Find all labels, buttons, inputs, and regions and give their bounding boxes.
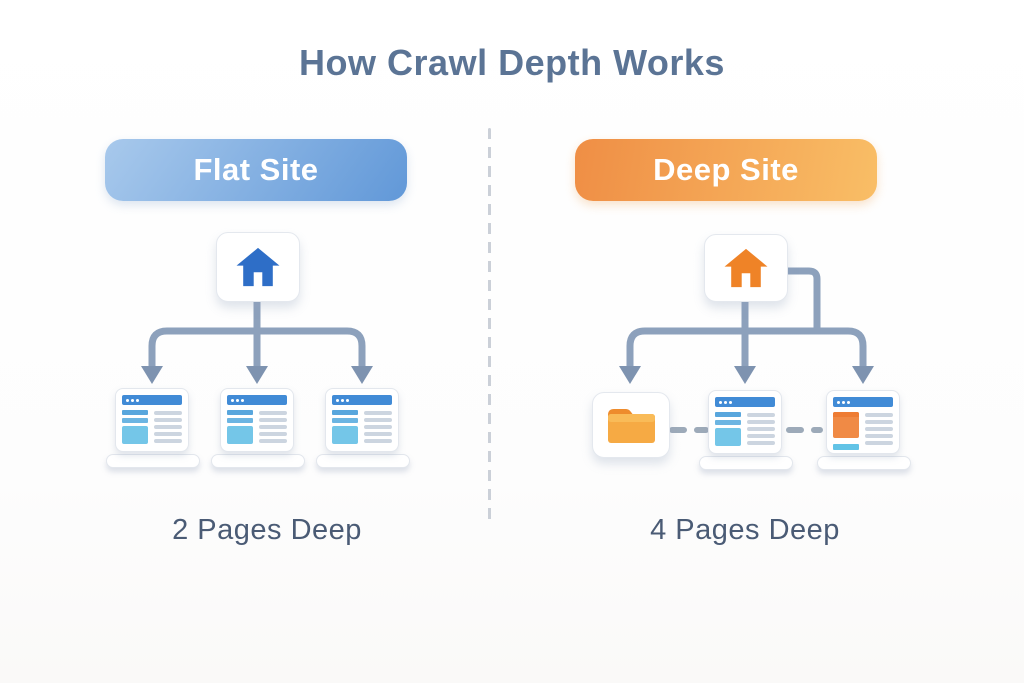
arrow-down-icon: [351, 366, 373, 384]
laptop-base: [211, 454, 305, 468]
deep-depth-label: 4 Pages Deep: [650, 514, 840, 546]
deep-site-header-label: Deep Site: [653, 152, 799, 187]
arrow-down-icon: [246, 366, 268, 384]
arrow-down-icon: [852, 366, 874, 384]
deep-connector: [626, 267, 867, 372]
arrow-down-icon: [141, 366, 163, 384]
webpage-icon: [826, 390, 900, 454]
page-title: How Crawl Depth Works: [299, 42, 725, 83]
laptop-base: [817, 456, 911, 470]
arrow-down-icon: [619, 366, 641, 384]
home-icon: [236, 247, 280, 287]
flat-page-1: [106, 388, 200, 468]
home-icon: [724, 248, 768, 288]
panel-divider: [488, 128, 491, 522]
orange-content-block: [833, 412, 859, 438]
flat-homepage-card: [216, 232, 300, 302]
webpage-icon: [325, 388, 399, 452]
webpage-icon: [115, 388, 189, 452]
browser-bar-icon: [332, 395, 392, 405]
browser-bar-icon: [715, 397, 775, 407]
deep-page-1: [699, 390, 793, 470]
browser-bar-icon: [122, 395, 182, 405]
webpage-icon: [220, 388, 294, 452]
deep-homepage-card: [704, 234, 788, 302]
folder-icon: [608, 409, 655, 443]
laptop-base: [699, 456, 793, 470]
flat-page-3: [316, 388, 410, 468]
flat-site-header: Flat Site: [105, 139, 407, 201]
browser-bar-icon: [227, 395, 287, 405]
flat-site-header-label: Flat Site: [193, 152, 319, 187]
webpage-icon: [708, 390, 782, 454]
laptop-base: [106, 454, 200, 468]
laptop-base: [316, 454, 410, 468]
flat-depth-label: 2 Pages Deep: [172, 514, 362, 546]
browser-bar-icon: [833, 397, 893, 407]
flat-page-2: [211, 388, 305, 468]
flat-connector: [148, 297, 366, 372]
flat-arrowheads: [141, 366, 373, 384]
deep-page-2: [817, 390, 911, 470]
deep-site-header: Deep Site: [575, 139, 877, 201]
deep-arrowheads: [619, 366, 874, 384]
deep-elbow-connector: [782, 267, 821, 333]
arrow-down-icon: [734, 366, 756, 384]
deep-folder-card: [592, 392, 670, 458]
